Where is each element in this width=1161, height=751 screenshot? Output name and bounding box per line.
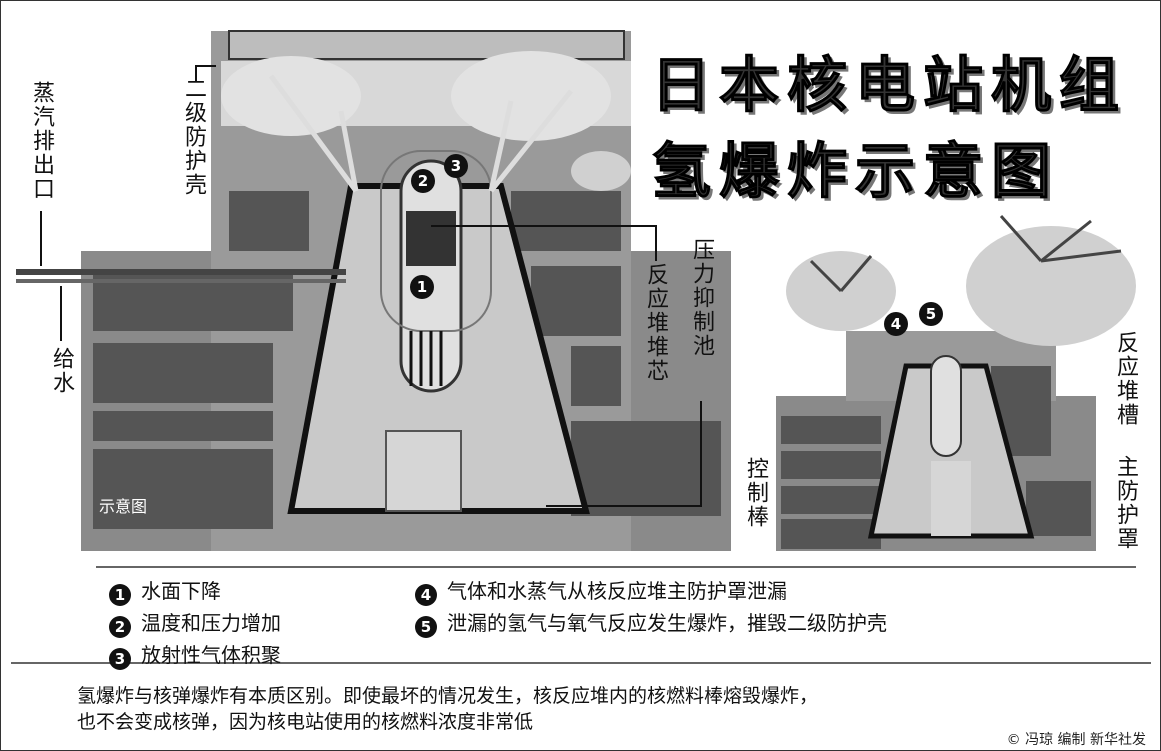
cloud <box>571 151 631 191</box>
roof <box>228 30 625 60</box>
title-line-2: 氢爆炸示意图 <box>651 137 1059 208</box>
control-rods <box>409 331 443 386</box>
feed-pipe <box>16 279 346 283</box>
legend-item-1: 1 水面下降 <box>109 575 221 606</box>
credit: © 冯琼 编制 新华社发 <box>1007 729 1146 749</box>
floor-block <box>93 449 273 529</box>
marker-2 <box>411 169 435 193</box>
vessel-outline <box>380 150 492 332</box>
floor-block <box>571 421 721 516</box>
legend-item-2: 2 温度和压力增加 <box>109 607 281 638</box>
label-reactor-core: 反应堆堆芯 <box>643 263 668 383</box>
legend-num-4: 4 <box>415 584 437 606</box>
label-secondary-containment: 二级防护壳 <box>181 77 206 197</box>
marker-4-label: 4 <box>891 315 901 333</box>
legend-num-2: 2 <box>109 616 131 638</box>
steam-pipe <box>16 269 346 275</box>
small-vessel <box>930 355 962 457</box>
leader-lines <box>40 65 702 507</box>
title-line-1: 日本核电站机组 <box>651 51 1127 122</box>
floor-block <box>511 191 621 251</box>
note-line-1: 氢爆炸与核弹爆炸有本质区别。即使最坏的情况发生，核反应堆内的核燃料棒熔毁爆炸， <box>77 685 819 707</box>
legend-num-5: 5 <box>415 616 437 638</box>
label-steam-outlet: 蒸汽排出口 <box>29 81 54 201</box>
label-reactor-vessel: 反应堆槽 <box>1113 331 1138 427</box>
cloud <box>221 56 361 136</box>
label-control-rods: 控制棒 <box>743 457 768 529</box>
label-suppression-pool: 压力抑制池 <box>689 238 714 358</box>
small-pool <box>931 461 971 536</box>
legend-text-1: 水面下降 <box>141 579 221 603</box>
marker-2-label: 2 <box>418 172 428 190</box>
legend-text-5: 泄漏的氢气与氧气反应发生爆炸，摧毁二级防护壳 <box>447 611 887 635</box>
explosion-cloud <box>966 226 1136 346</box>
marker-3 <box>444 154 468 178</box>
reactor-core <box>406 211 456 266</box>
copyright-icon: © <box>1006 732 1021 748</box>
legend-item-4: 4 气体和水蒸气从核反应堆主防护罩泄漏 <box>415 575 787 606</box>
legend-num-3: 3 <box>109 648 131 670</box>
legend-text-3: 放射性气体积聚 <box>141 643 281 667</box>
leak-streaks <box>268 74 573 193</box>
marker-4 <box>884 312 908 336</box>
credit-text: 冯琼 编制 新华社发 <box>1025 732 1146 748</box>
note-line-2: 也不会变成核弹，因为核电站使用的核燃料浓度非常低 <box>77 711 534 733</box>
legend-text-4: 气体和水蒸气从核反应堆主防护罩泄漏 <box>447 579 787 603</box>
marker-1-label: 1 <box>417 278 427 296</box>
floor-block <box>531 266 621 336</box>
cloud <box>451 51 611 141</box>
marker-5 <box>919 302 943 326</box>
explosion-burst <box>809 215 1122 293</box>
marker-3-label: 3 <box>451 157 461 175</box>
legend-item-3: 3 放射性气体积聚 <box>109 639 281 670</box>
floor-block <box>93 411 273 441</box>
legend-num-1: 1 <box>109 584 131 606</box>
label-primary-containment: 主防护罩 <box>1113 455 1138 551</box>
suppression-pool <box>385 430 462 512</box>
marker-5-label: 5 <box>926 305 936 323</box>
legend-text-2: 温度和压力增加 <box>141 611 281 635</box>
floor-block <box>93 343 273 403</box>
label-feed-water: 给水 <box>49 347 74 395</box>
small-floors <box>781 366 1091 549</box>
floor-block <box>571 346 621 406</box>
floor-block <box>229 191 309 251</box>
legend-item-5: 5 泄漏的氢气与氧气反应发生爆炸，摧毁二级防护壳 <box>415 607 887 638</box>
schematic-label: 示意图 <box>99 497 148 516</box>
marker-1 <box>410 275 434 299</box>
